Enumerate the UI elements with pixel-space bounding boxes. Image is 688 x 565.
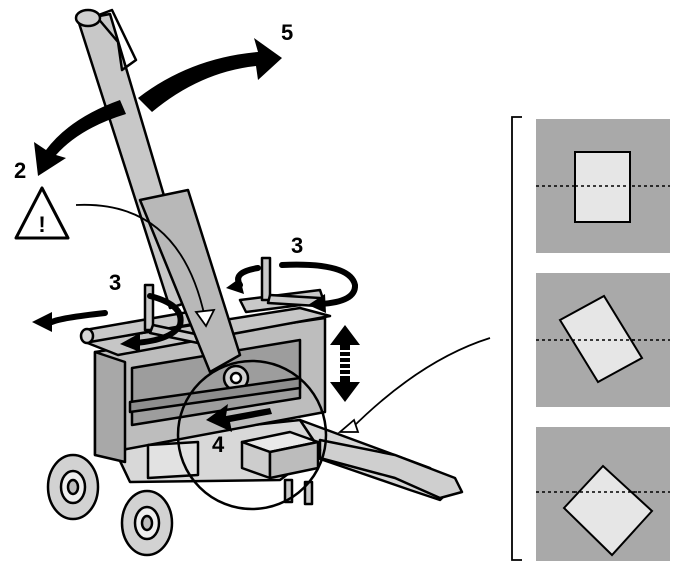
handle-grip — [94, 8, 138, 72]
rotate-arrow-right-front — [279, 261, 358, 307]
label-step-3-left: 3 — [109, 270, 121, 295]
tile-left — [146, 440, 200, 480]
orientation-panel — [511, 116, 670, 561]
label-step-3-right: 3 — [291, 233, 303, 258]
pointer-arrows — [75, 203, 491, 431]
wheel-front — [120, 489, 174, 557]
arrow-2 — [34, 100, 126, 176]
panel-bracket — [511, 116, 522, 561]
label-step-5: 5 — [281, 20, 293, 45]
label-step-4: 4 — [212, 432, 225, 457]
label-step-2: 2 — [14, 158, 26, 183]
pointer-warning-to-lever — [75, 203, 206, 319]
tile-orientation-straight — [536, 119, 670, 253]
rotate-arrow-left-back — [49, 310, 108, 325]
warning-glyph: ! — [38, 212, 45, 237]
cut-slot — [128, 376, 302, 414]
tile-orientation-diagonal — [536, 427, 670, 561]
arrows — [34, 38, 360, 432]
right-knob-post — [260, 256, 272, 302]
tile-orientation-tilted — [536, 273, 670, 407]
rotate-arrow-left-front — [132, 293, 184, 346]
detail-magnifier — [176, 359, 328, 511]
rotate-arrow-heads — [32, 278, 326, 352]
machine-body-front — [93, 350, 127, 464]
arrow-4 — [206, 404, 272, 432]
wheel-rear — [46, 453, 100, 521]
arrow-5 — [138, 38, 282, 112]
pointer-detail-to-panel — [349, 337, 491, 431]
right-base-rail — [318, 438, 464, 500]
warning-triangle-icon: ! — [14, 186, 70, 240]
foot-left — [283, 478, 294, 504]
pointer-heads — [194, 308, 360, 433]
left-knob-post — [143, 283, 155, 332]
